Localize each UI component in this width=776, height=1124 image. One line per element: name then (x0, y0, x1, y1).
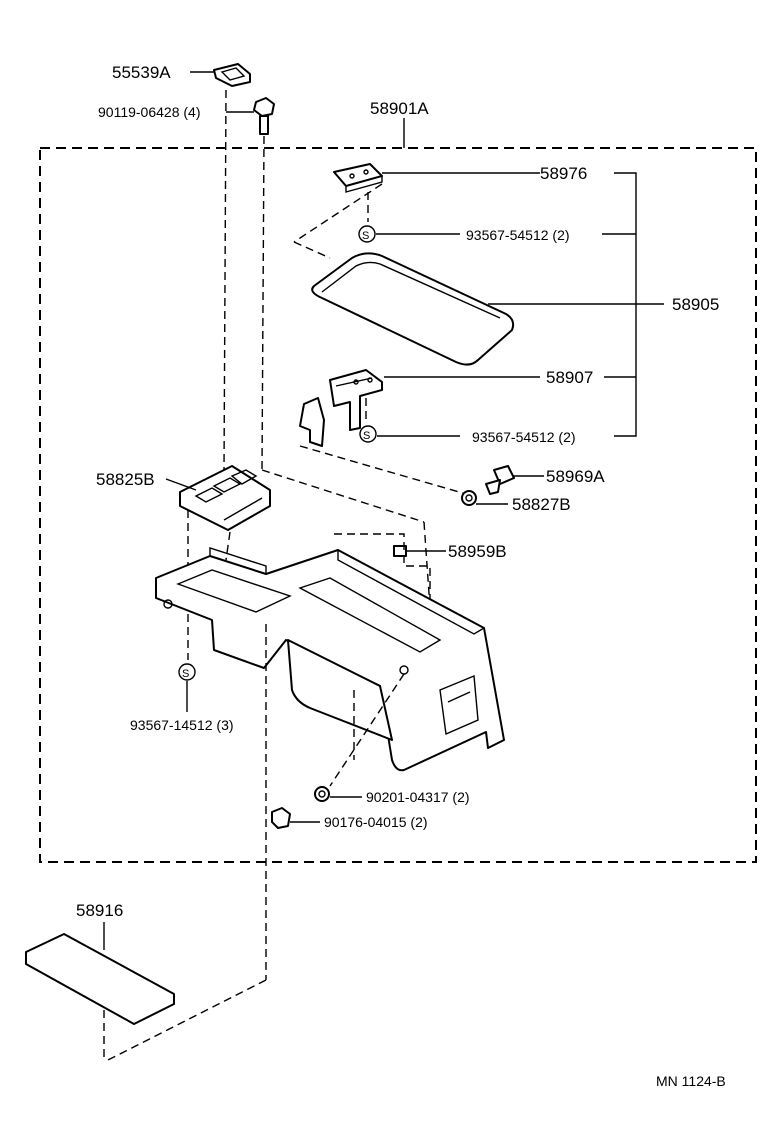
hinge-bracket-58907-part (299, 369, 383, 447)
screw-mark-3-label: S (182, 668, 189, 680)
label-58959B: 58959B (448, 542, 507, 561)
label-90201: 90201-04317 (2) (366, 789, 470, 805)
clip-55539A-part (213, 63, 251, 87)
label-58901A: 58901A (370, 99, 429, 118)
label-58825B: 58825B (96, 470, 155, 489)
label-93567-c: 93567-14512 (3) (130, 717, 234, 733)
nut-90176-part (271, 807, 291, 829)
label-55539A: 55539A (112, 63, 171, 82)
assembly-frame (39, 147, 757, 863)
label-58827B: 58827B (512, 495, 571, 514)
tray-mat-58916-part (25, 933, 175, 1025)
label-93567-b: 93567-54512 (2) (472, 429, 576, 445)
label-58905: 58905 (672, 295, 719, 314)
label-58907: 58907 (546, 368, 593, 387)
armrest-lid-58905-part (311, 252, 515, 366)
label-93567-a: 93567-54512 (2) (466, 227, 570, 243)
screw-mark-1-label: S (362, 230, 369, 242)
screw-mark-3 (178, 663, 196, 681)
label-58969A: 58969A (546, 467, 605, 486)
screw-mark-1 (358, 225, 376, 243)
bolt-90119-part (253, 97, 275, 135)
screw-mark-2-label: S (363, 430, 370, 442)
clip-58969A-part (485, 465, 515, 495)
nut-58827B-part (461, 490, 477, 506)
screw-mark-2 (359, 425, 377, 443)
diagram-reference: MN 1124-B (656, 1073, 726, 1089)
label-58916: 58916 (76, 901, 123, 920)
hinge-58976-part (333, 163, 383, 193)
console-box-body-part (155, 547, 505, 772)
shift-bezel-58825B-part (179, 465, 271, 531)
label-90119: 90119-06428 (4) (98, 104, 200, 120)
label-90176: 90176-04015 (2) (324, 814, 428, 830)
nut-90201-part (314, 786, 330, 802)
label-58976: 58976 (540, 164, 587, 183)
